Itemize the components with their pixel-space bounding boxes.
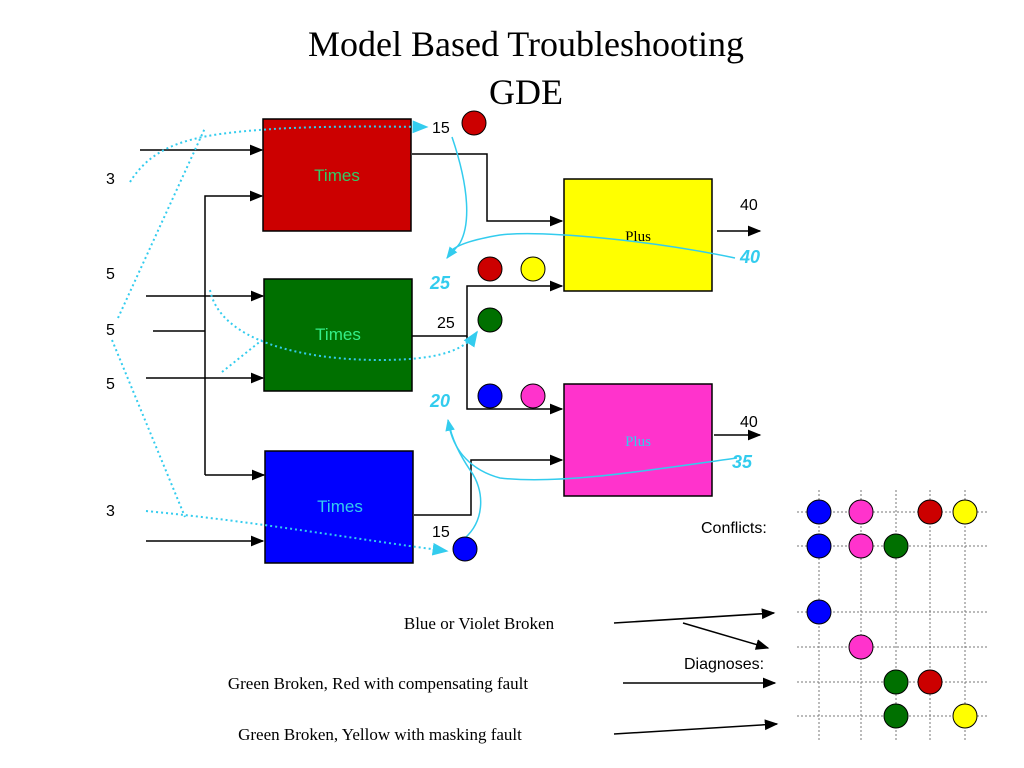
block-times-green-label: Times [315, 325, 361, 344]
block-plus-pink-label: Plus [625, 434, 651, 450]
prediction-arcs [445, 136, 738, 539]
title-line-2: GDE [489, 72, 563, 112]
conflict1-red [917, 499, 943, 525]
conflict1-pink [848, 499, 874, 525]
diag4-green [883, 703, 909, 729]
pred-green-b: 20 [429, 391, 450, 411]
marker-yellow-mid [520, 256, 546, 282]
block-plus-yellow: Plus [563, 178, 713, 292]
value-red-out: 15 [432, 120, 450, 137]
marker-green-mid [477, 307, 503, 333]
conflict2-pink [848, 533, 874, 559]
marker-blue-mid [477, 383, 503, 409]
block-times-red: Times [262, 118, 412, 232]
diag3-green [883, 669, 909, 695]
diagnosis-circles [806, 599, 978, 729]
pred-pink: 35 [732, 452, 753, 472]
input-label-5: 3 [106, 503, 115, 520]
block-times-red-label: Times [314, 166, 360, 185]
value-pink-out: 40 [740, 414, 758, 431]
input-wires [140, 144, 266, 547]
value-blue-out: 15 [432, 524, 450, 541]
pred-yellow: 40 [739, 247, 760, 267]
internal-wires [412, 153, 762, 516]
conflict1-blue [806, 499, 832, 525]
marker-red-top [461, 110, 487, 136]
diagnosis-text-1: Blue or Violet Broken [404, 614, 555, 633]
input-label-1: 3 [106, 171, 115, 188]
value-labels: 15 25 15 40 40 40 35 25 20 [429, 120, 760, 541]
diag1-blue [806, 599, 832, 625]
block-times-green: Times [263, 278, 413, 392]
diag4-yellow [952, 703, 978, 729]
conflict2-green [883, 533, 909, 559]
input-label-4: 5 [106, 376, 115, 393]
block-plus-pink: Plus [563, 383, 713, 497]
input-label-3: 5 [106, 322, 115, 339]
conflicts-label: Conflicts: [701, 520, 767, 537]
conflict-circles [806, 499, 978, 559]
diagnosis-arrows [613, 608, 779, 735]
conflict1-yellow [952, 499, 978, 525]
marker-blue-bottom [452, 536, 478, 562]
input-label-2: 5 [106, 266, 115, 283]
conflict2-blue [806, 533, 832, 559]
diagnoses-label: Diagnoses: [684, 656, 764, 673]
result-grid [797, 490, 988, 742]
title-line-1: Model Based Troubleshooting [308, 24, 744, 64]
diagnosis-text-3: Green Broken, Yellow with masking fault [238, 725, 522, 744]
value-green-out: 25 [437, 315, 455, 332]
block-times-blue-label: Times [317, 497, 363, 516]
diag3-red [917, 669, 943, 695]
pred-green-a: 25 [429, 273, 451, 293]
component-markers [452, 110, 546, 562]
propagation-paths [111, 120, 478, 556]
diagnosis-text-2: Green Broken, Red with compensating faul… [228, 674, 529, 693]
block-times-blue: Times [264, 450, 414, 564]
input-labels: 3 5 5 5 3 [106, 171, 115, 520]
marker-pink-mid [520, 383, 546, 409]
value-yellow-out: 40 [740, 197, 758, 214]
marker-red-mid [477, 256, 503, 282]
diag2-pink [848, 634, 874, 660]
